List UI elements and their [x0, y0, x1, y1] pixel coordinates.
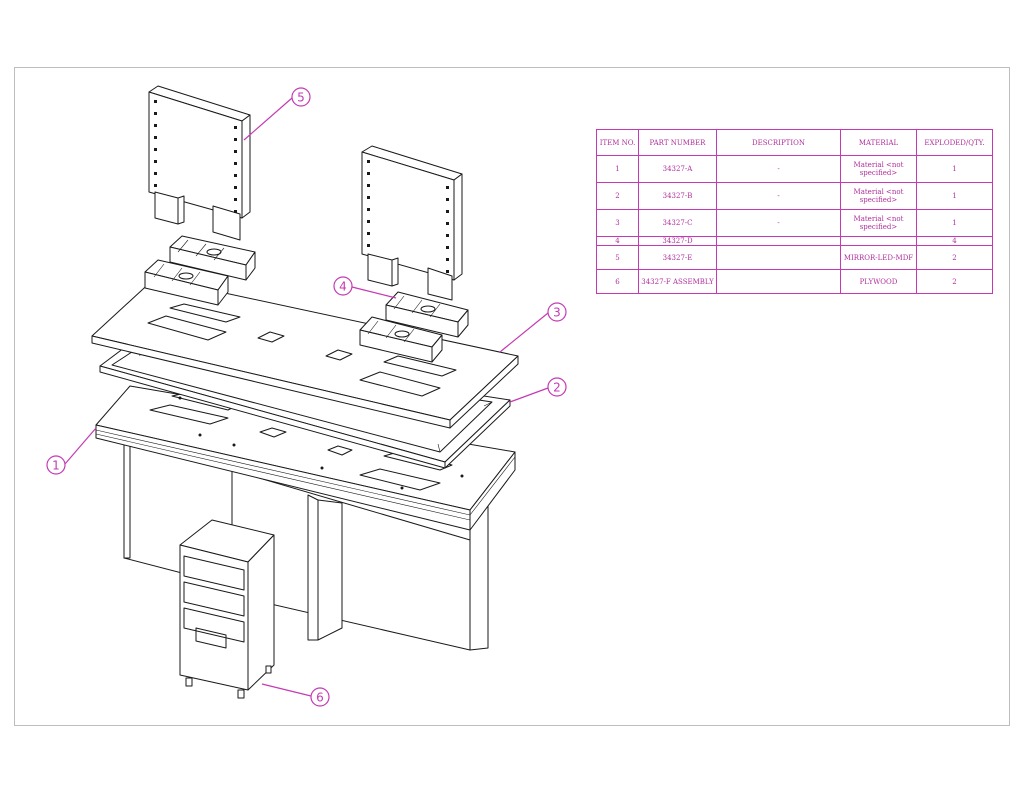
bom-item-no: 2: [596, 182, 639, 210]
bom-header-row: ITEM NO. PART NUMBER DESCRIPTION MATERIA…: [596, 129, 993, 156]
bom-header-description: DESCRIPTION: [716, 129, 841, 156]
bom-part-number: 34327-D: [638, 236, 717, 246]
bom-qty: 1: [916, 182, 993, 210]
table-row: 5 34327-E MIRROR-LED-MDF 2: [596, 245, 993, 270]
balloon-5-label: 5: [297, 91, 305, 105]
balloon-2-label: 2: [553, 381, 561, 395]
balloon-2: 2: [509, 377, 567, 403]
table-row: 3 34327-C - Material <not specified> 1: [596, 209, 993, 237]
bom-item-no: 3: [596, 209, 639, 237]
bom-material: Material <not specified>: [840, 155, 917, 183]
balloon-6-label: 6: [316, 691, 324, 705]
mirror-part: [148, 85, 463, 301]
bom-qty: 1: [916, 209, 993, 237]
bom-qty: 1: [916, 155, 993, 183]
balloon-5: 5: [243, 87, 311, 141]
bom-description: [716, 236, 841, 246]
table-row: 6 34327-F ASSEMBLY PLYWOOD 2: [596, 269, 993, 294]
balloon-6: 6: [261, 683, 330, 707]
bom-header-part-number: PART NUMBER: [638, 129, 717, 156]
bom-qty: 2: [916, 269, 993, 294]
bom-description: [716, 245, 841, 270]
balloon-1-label: 1: [52, 459, 60, 473]
bom-part-number: 34327-C: [638, 209, 717, 237]
balloon-4: 4: [333, 276, 397, 299]
bom-header-item-no: ITEM NO.: [596, 129, 639, 156]
drawing-sheet-border: [14, 67, 1010, 726]
bill-of-materials-table: ITEM NO. PART NUMBER DESCRIPTION MATERIA…: [596, 129, 993, 294]
table-row: 1 34327-A - Material <not specified> 1: [596, 155, 993, 183]
bom-material: MIRROR-LED-MDF: [840, 245, 917, 270]
bom-description: -: [716, 155, 841, 183]
bom-qty: 4: [916, 236, 993, 246]
balloon-1: 1: [46, 427, 97, 475]
bom-item-no: 1: [596, 155, 639, 183]
bom-description: -: [716, 209, 841, 237]
bom-material: Material <not specified>: [840, 209, 917, 237]
bom-header-material: MATERIAL: [840, 129, 917, 156]
drawer-cabinet-part: [179, 519, 275, 699]
balloon-4-label: 4: [339, 280, 347, 294]
mirror-led-dots: [154, 100, 449, 273]
bom-part-number: 34327-F ASSEMBLY: [638, 269, 717, 294]
frame-part: [99, 341, 511, 469]
table-row: 4 34327-D 4: [596, 236, 993, 246]
bom-qty: 2: [916, 245, 993, 270]
tray-part: [144, 235, 469, 363]
bom-item-no: 6: [596, 269, 639, 294]
bom-material: Material <not specified>: [840, 182, 917, 210]
bom-description: -: [716, 182, 841, 210]
table-row: 2 34327-B - Material <not specified> 1: [596, 182, 993, 210]
top-panel-part: [91, 277, 519, 429]
bom-part-number: 34327-B: [638, 182, 717, 210]
bom-material: [840, 236, 917, 246]
bom-part-number: 34327-A: [638, 155, 717, 183]
bom-description: [716, 269, 841, 294]
balloon-3-label: 3: [553, 306, 561, 320]
balloon-3: 3: [499, 302, 567, 353]
bom-material: PLYWOOD: [840, 269, 917, 294]
bom-item-no: 4: [596, 236, 639, 246]
bom-part-number: 34327-E: [638, 245, 717, 270]
bom-item-no: 5: [596, 245, 639, 270]
bom-header-qty: EXPLODED/QTY.: [916, 129, 993, 156]
